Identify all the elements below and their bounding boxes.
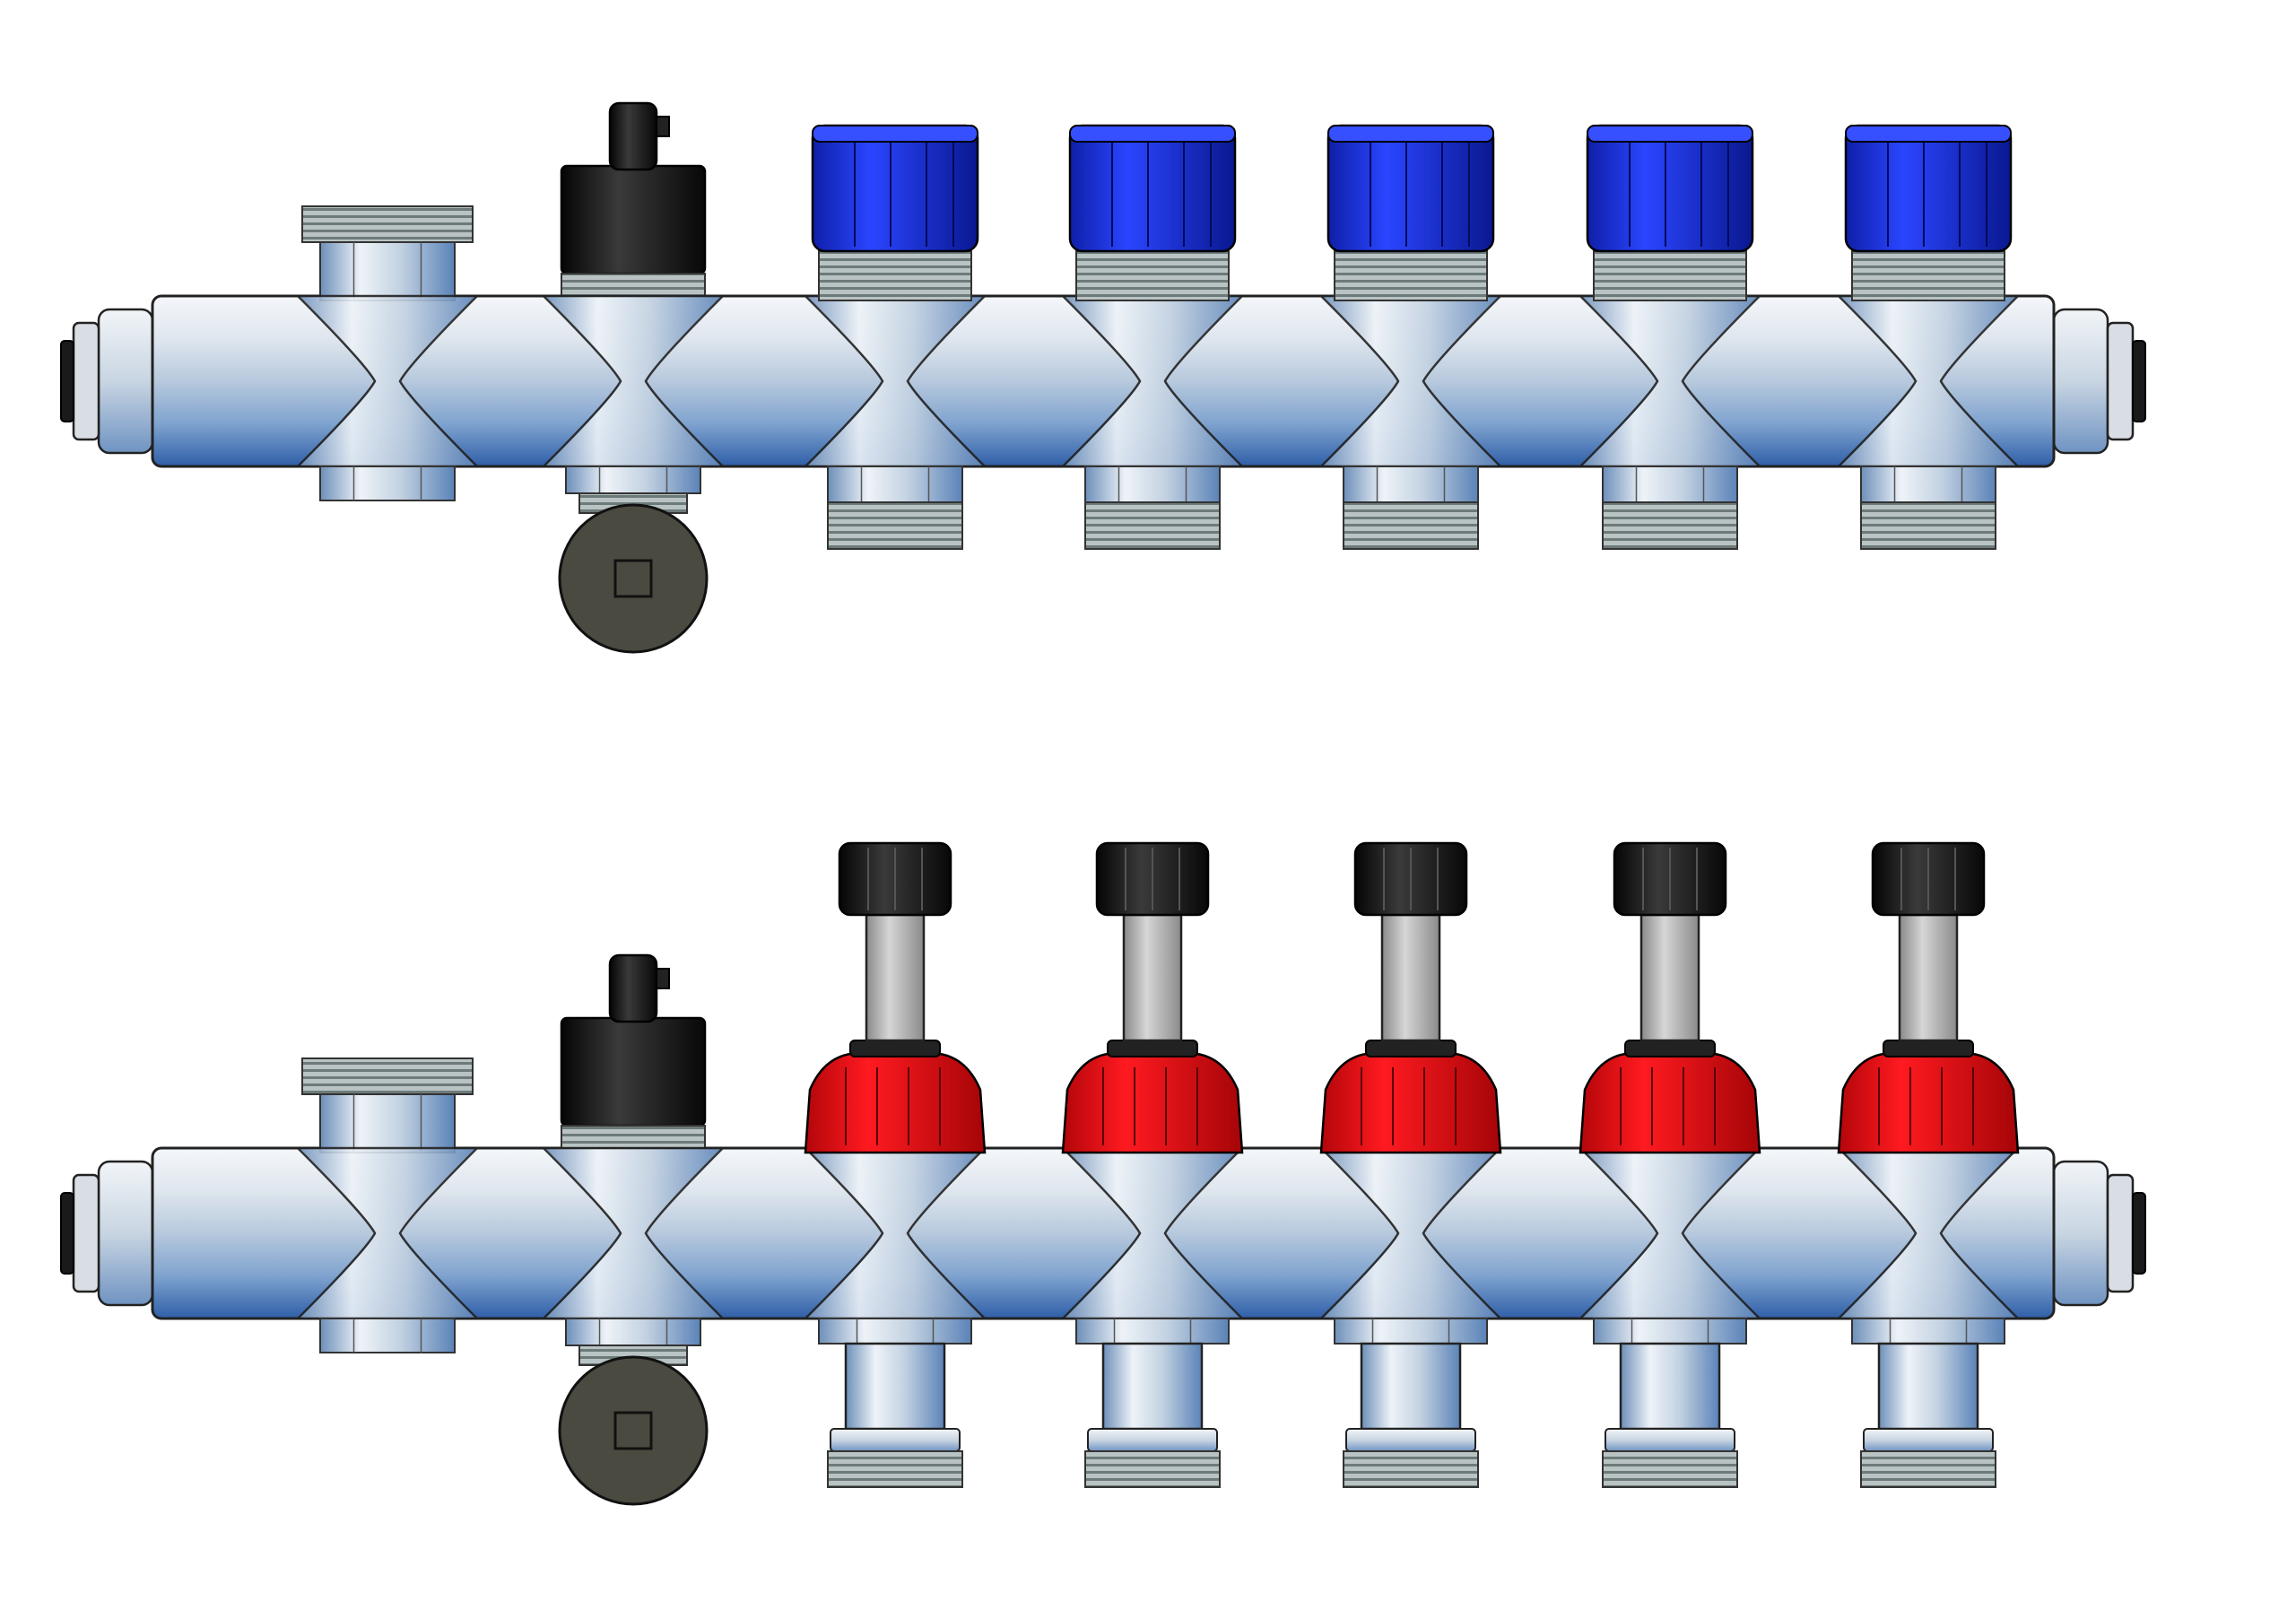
- end-fitting-right-cap: [2106, 321, 2135, 441]
- outlet-hex: [1851, 1318, 2005, 1345]
- red-flow-meter-base: [1061, 1052, 1244, 1154]
- red-flow-meter-base: [1319, 1052, 1502, 1154]
- outlet-saddle: [1577, 1146, 1763, 1320]
- air-vent-head: [560, 1016, 707, 1127]
- outlet-body: [1877, 1342, 1979, 1431]
- air-vent-thread: [561, 1125, 706, 1149]
- valve-thread: [1593, 250, 1747, 301]
- outlet-hex: [1075, 1318, 1230, 1345]
- end-fitting-right: [2052, 1160, 2109, 1307]
- outlet-saddle: [294, 294, 481, 468]
- flow-meter-sight-glass: [1898, 913, 1959, 1042]
- drain-valve-handle: [558, 503, 709, 654]
- outlet-collar: [1863, 1428, 1994, 1452]
- outlet-saddle: [1059, 1146, 1246, 1320]
- flow-meter-collar: [1883, 1040, 1974, 1057]
- outlet-hex: [1593, 1318, 1747, 1345]
- air-vent-head: [560, 164, 707, 275]
- port-hex: [319, 241, 456, 301]
- end-fitting-left: [97, 1160, 154, 1307]
- port-thread: [301, 1057, 474, 1095]
- valve-thread: [1851, 250, 2005, 301]
- valve-thread: [1075, 250, 1230, 301]
- outlet-saddle: [1577, 294, 1763, 468]
- outlet-hex: [1602, 466, 1738, 503]
- outlet-body: [1360, 1342, 1462, 1431]
- flow-meter-sight-glass: [1380, 913, 1441, 1042]
- outlet-collar: [1605, 1428, 1735, 1452]
- outlet-hex: [1343, 466, 1479, 503]
- drain-square-key: [613, 559, 653, 598]
- air-vent-thread: [561, 273, 706, 297]
- flow-meter-sight-glass: [1122, 913, 1183, 1042]
- air-vent-pin: [656, 968, 670, 989]
- outlet-body: [844, 1342, 946, 1431]
- valve-thread: [1334, 250, 1488, 301]
- end-fitting-left-cap: [72, 1173, 100, 1293]
- port-hex: [319, 1093, 456, 1153]
- outlet-thread: [1343, 501, 1479, 550]
- drain-nut: [565, 466, 701, 494]
- outlet-thread: [1084, 1450, 1221, 1488]
- air-vent-cap: [608, 953, 658, 1023]
- port-thread: [301, 205, 474, 243]
- end-fitting-left-seal: [60, 340, 74, 422]
- outlet-collar: [830, 1428, 961, 1452]
- outlet-saddle: [1318, 294, 1504, 468]
- end-fitting-right-cap: [2106, 1173, 2135, 1293]
- outlet-saddle: [294, 1146, 481, 1320]
- drain-nut: [565, 1318, 701, 1346]
- outlet-saddle: [1835, 1146, 2022, 1320]
- end-fitting-right: [2052, 308, 2109, 455]
- end-fitting-left-cap: [72, 321, 100, 441]
- outlet-saddle: [1318, 1146, 1504, 1320]
- outlet-thread: [1860, 1450, 1996, 1488]
- end-fitting-right-seal: [2132, 340, 2146, 422]
- outlet-body: [1619, 1342, 1721, 1431]
- end-fitting-left-seal: [60, 1192, 74, 1275]
- end-fitting-left: [97, 308, 154, 455]
- outlet-hex: [1860, 466, 1996, 503]
- outlet-saddle: [540, 1146, 726, 1320]
- red-flow-meter-base: [1837, 1052, 2020, 1154]
- port-bottom-hex: [319, 466, 456, 501]
- outlet-thread: [1343, 1450, 1479, 1488]
- outlet-saddle: [1059, 294, 1246, 468]
- outlet-hex: [1084, 466, 1221, 503]
- outlet-collar: [1345, 1428, 1476, 1452]
- outlet-thread: [1860, 501, 1996, 550]
- flow-meter-collar: [1365, 1040, 1457, 1057]
- red-flow-meter-base: [1578, 1052, 1761, 1154]
- return-manifold: [60, 101, 2146, 654]
- drain-valve-handle: [558, 1355, 709, 1506]
- air-vent-pin: [656, 116, 670, 137]
- air-vent-cap: [608, 101, 658, 171]
- flow-meter-collar: [1107, 1040, 1198, 1057]
- valve-thread: [818, 250, 972, 301]
- red-flow-meter-base: [804, 1052, 987, 1154]
- outlet-hex: [818, 1318, 972, 1345]
- outlet-thread: [1602, 501, 1738, 550]
- outlet-saddle: [802, 1146, 988, 1320]
- outlet-thread: [827, 1450, 963, 1488]
- flow-meter-collar: [1624, 1040, 1716, 1057]
- drain-square-key: [613, 1411, 653, 1450]
- outlet-hex: [827, 466, 963, 503]
- flow-meter-sight-glass: [1639, 913, 1700, 1042]
- flow-manifold: [60, 841, 2146, 1506]
- flow-meter-sight-glass: [865, 913, 926, 1042]
- flow-meter-collar: [849, 1040, 941, 1057]
- port-bottom-hex: [319, 1318, 456, 1353]
- outlet-hex: [1334, 1318, 1488, 1345]
- outlet-body: [1101, 1342, 1204, 1431]
- outlet-saddle: [802, 294, 988, 468]
- outlet-thread: [1084, 501, 1221, 550]
- outlet-saddle: [1835, 294, 2022, 468]
- end-fitting-right-seal: [2132, 1192, 2146, 1275]
- outlet-collar: [1087, 1428, 1218, 1452]
- outlet-thread: [827, 501, 963, 550]
- outlet-saddle: [540, 294, 726, 468]
- outlet-thread: [1602, 1450, 1738, 1488]
